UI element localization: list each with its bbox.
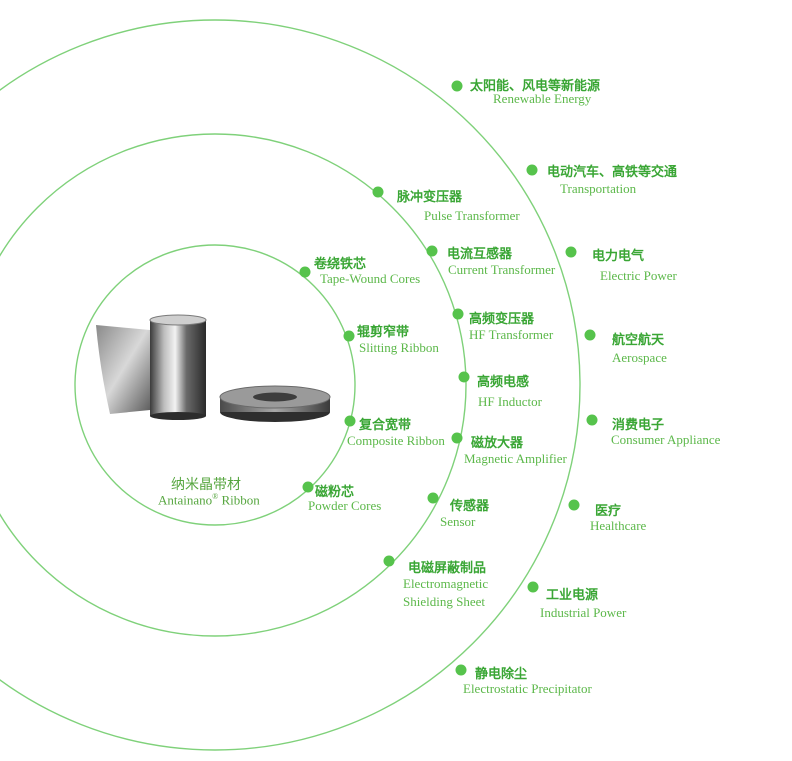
node-label-zh: 消费电子: [612, 414, 664, 433]
node-dot: [452, 81, 463, 92]
node-label-en-line2: Shielding Sheet: [403, 594, 485, 610]
node-label-en: Healthcare: [590, 518, 646, 534]
node-dot: [345, 416, 356, 427]
node-label-en: Magnetic Amplifier: [464, 451, 567, 467]
node-dot: [373, 187, 384, 198]
node-label-en: Transportation: [560, 181, 636, 197]
node-label-en: Consumer Appliance: [611, 432, 720, 448]
center-label-en-prefix: Antainano: [158, 492, 212, 507]
node-dot: [569, 500, 580, 511]
node-dot: [428, 493, 439, 504]
node-label-en: HF Inductor: [478, 394, 542, 410]
node-label-zh: 复合宽带: [359, 414, 411, 433]
node-label-en: Pulse Transformer: [424, 208, 520, 224]
node-label-zh: 电磁屏蔽制品: [408, 557, 486, 576]
node-label-en: Powder Cores: [308, 498, 381, 514]
node-dot: [527, 165, 538, 176]
node-dot: [452, 433, 463, 444]
center-label-en: Antainano® Ribbon: [158, 492, 260, 508]
node-label-en: Electrostatic Precipitator: [463, 681, 592, 697]
node-label-zh: 工业电源: [546, 584, 598, 603]
node-label-zh: 卷绕铁芯: [314, 253, 366, 272]
node-label-en: Renewable Energy: [493, 91, 591, 107]
node-label-en: Sensor: [440, 514, 475, 530]
ribbon-roll-image: [96, 315, 206, 420]
center-label-zh: 纳米晶带材: [171, 474, 241, 494]
node-dot: [528, 582, 539, 593]
node-label-en: HF Transformer: [469, 327, 553, 343]
node-label-zh: 磁放大器: [471, 432, 523, 451]
node-dot: [566, 247, 577, 258]
node-dot: [384, 556, 395, 567]
node-label-en: Tape-Wound Cores: [320, 271, 420, 287]
node-label-zh: 静电除尘: [475, 663, 527, 682]
node-label-zh: 高频变压器: [469, 308, 534, 327]
ring-2: [0, 134, 466, 636]
node-label-zh: 电力电气: [592, 245, 644, 264]
node-label-en: Industrial Power: [540, 605, 626, 621]
center-label-en-suffix: Ribbon: [218, 492, 260, 507]
node-dot: [344, 331, 355, 342]
node-dot: [427, 246, 438, 257]
node-dot: [303, 482, 314, 493]
node-label-en: Current Transformer: [448, 262, 555, 278]
node-dot: [585, 330, 596, 341]
node-label-zh: 高频电感: [477, 371, 529, 390]
node-label-en: Slitting Ribbon: [359, 340, 439, 356]
node-label-zh: 传感器: [450, 495, 489, 514]
node-label-en: Electric Power: [600, 268, 677, 284]
toroidal-core-image: [220, 386, 330, 422]
node-label-zh: 电流互感器: [447, 243, 512, 262]
node-label-zh: 航空航天: [612, 329, 664, 348]
node-label-en: Composite Ribbon: [347, 433, 445, 449]
node-label-zh: 医疗: [595, 500, 621, 519]
node-label-en: Electromagnetic: [403, 576, 488, 592]
node-label-zh: 电动汽车、高铁等交通: [547, 161, 677, 180]
node-label-zh: 脉冲变压器: [397, 186, 462, 205]
node-dot: [587, 415, 598, 426]
node-label-zh: 辊剪窄带: [357, 321, 409, 340]
node-label-en: Aerospace: [612, 350, 667, 366]
node-dot: [300, 267, 311, 278]
node-dot: [453, 309, 464, 320]
node-dot: [459, 372, 470, 383]
node-dot: [456, 665, 467, 676]
